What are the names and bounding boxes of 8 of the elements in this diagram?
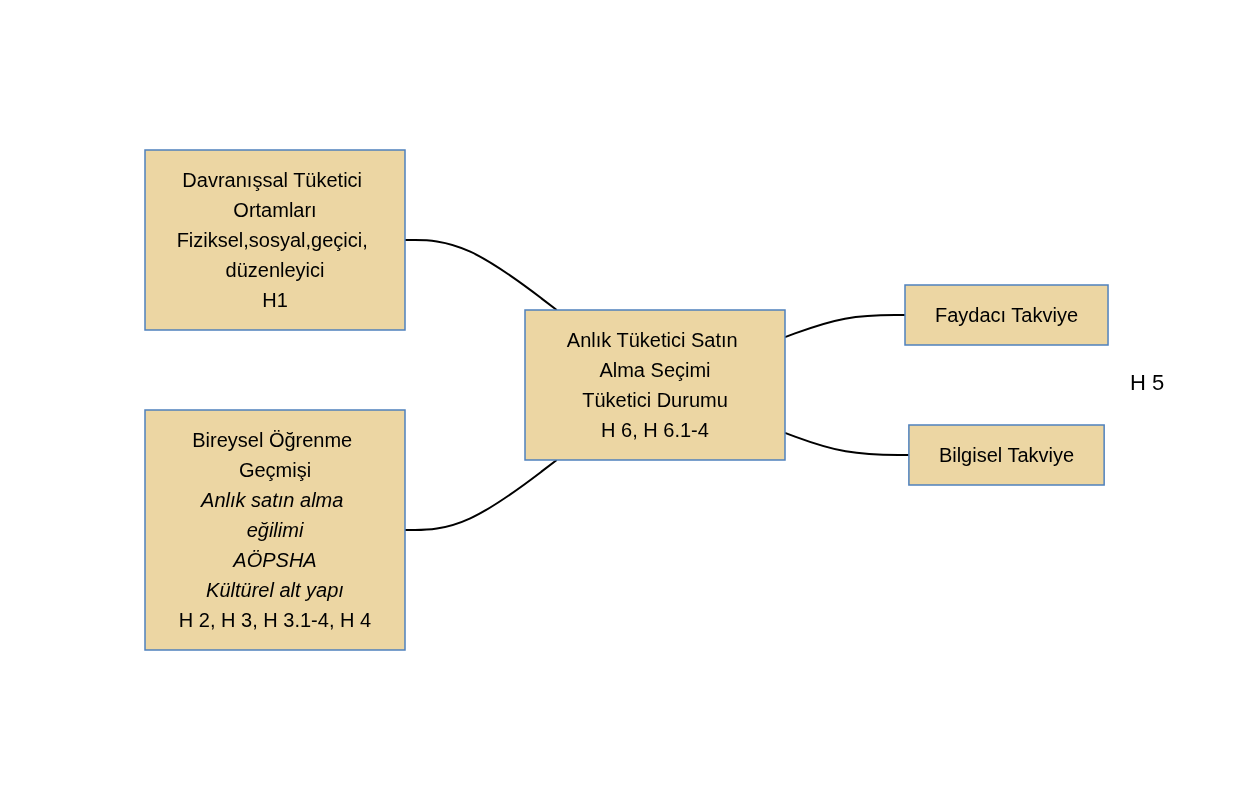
- node-box: Faydacı Takviye: [904, 284, 1109, 346]
- connector: [404, 459, 558, 531]
- connector: [404, 239, 558, 311]
- node-box: Davranışsal Tüketici Ortamları Fiziksel,sosyal,geçici, düzenleyici H1: [144, 149, 406, 331]
- node-box: Bilgisel Takviye: [908, 424, 1105, 486]
- node-box: Anlık Tüketici Satın Alma Seçimi Tüketici Durumu H 6, H 6.1-4: [524, 309, 786, 461]
- hypothesis-label: H 5: [1130, 370, 1165, 396]
- node-box: Bireysel Öğrenme Geçmişi Anlık satın alma eğilimi AÖPSHA Kültürel alt yapı H 2, H 3, H 3.1-4, H 4: [144, 409, 406, 651]
